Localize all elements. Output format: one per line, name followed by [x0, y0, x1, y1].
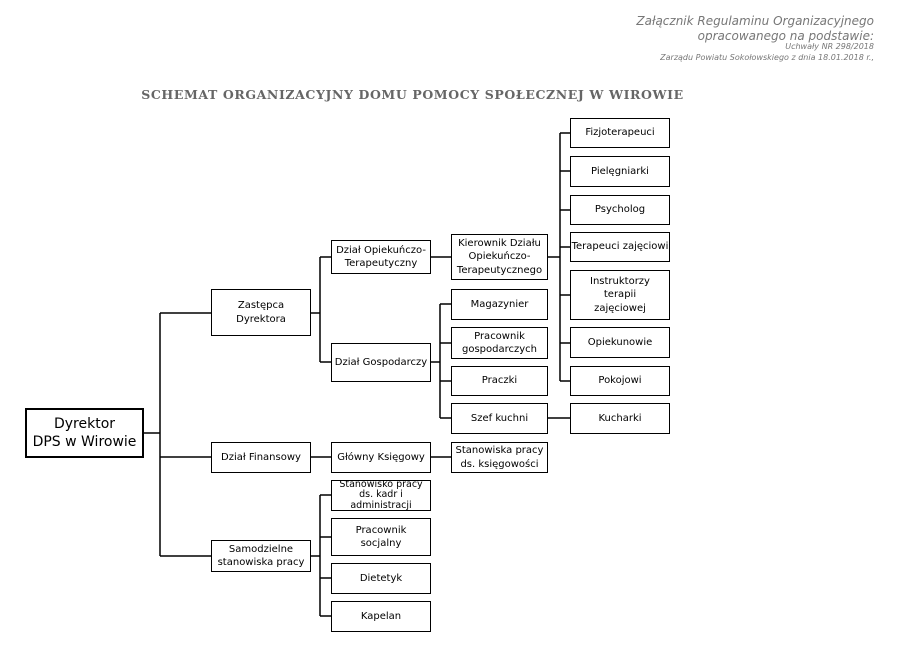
node-dzial-gospodarczy: Dział Gospodarczy [331, 343, 431, 382]
node-instruktorzy-terapii: Instruktorzy terapii zajęciowej [570, 270, 670, 320]
node-dietetyk: Dietetyk [331, 563, 431, 594]
node-psycholog: Psycholog [570, 195, 670, 225]
header-line-2: opracowanego na podstawie: [697, 29, 874, 43]
header-line-1: Załącznik Regulaminu Organizacyjnego [636, 14, 874, 28]
node-pokojowi: Pokojowi [570, 366, 670, 396]
node-dzial-opiekunczo-terapeutyczny: Dział Opiekuńczo- Terapeutyczny [331, 240, 431, 274]
node-kapelan: Kapelan [331, 601, 431, 632]
node-szef-kuchni: Szef kuchni [451, 403, 548, 434]
node-zastepca-dyrektora: Zastępca Dyrektora [211, 289, 311, 336]
node-pielegniarki: Pielęgniarki [570, 156, 670, 187]
node-glowny-ksiegowy: Główny Księgowy [331, 442, 431, 473]
node-fizjoterapeuci: Fizjoterapeuci [570, 118, 670, 148]
node-opiekunowie: Opiekunowie [570, 327, 670, 358]
node-magazynier: Magazynier [451, 289, 548, 320]
node-dzial-finansowy: Dział Finansowy [211, 442, 311, 473]
header-line-4: Zarządu Powiatu Sokołowskiego z dnia 18.… [660, 53, 874, 62]
node-dyrektor: Dyrektor DPS w Wirowie [25, 408, 144, 458]
chart-title: SCHEMAT ORGANIZACYJNY DOMU POMOCY SPOŁEC… [141, 87, 684, 102]
node-stanowiska-ksiegowosci: Stanowiska pracy ds. księgowości [451, 442, 548, 473]
node-terapeuci-zajeciowi: Terapeuci zajęciowi [570, 232, 670, 262]
node-pracownik-gospodarczych: Pracownik gospodarczych [451, 327, 548, 359]
node-pracownik-socjalny: Pracownik socjalny [331, 518, 431, 556]
header-line-3: Uchwały NR 298/2018 [785, 42, 874, 51]
node-praczki: Praczki [451, 366, 548, 396]
node-kucharki: Kucharki [570, 403, 670, 434]
node-samodzielne-stanowiska: Samodzielne stanowiska pracy [211, 540, 311, 572]
node-stanowisko-kadr: Stanowisko pracy ds. kadr i administracj… [331, 480, 431, 511]
node-kierownik-dzialu: Kierownik Działu Opiekuńczo- Terapeutycz… [451, 234, 548, 280]
